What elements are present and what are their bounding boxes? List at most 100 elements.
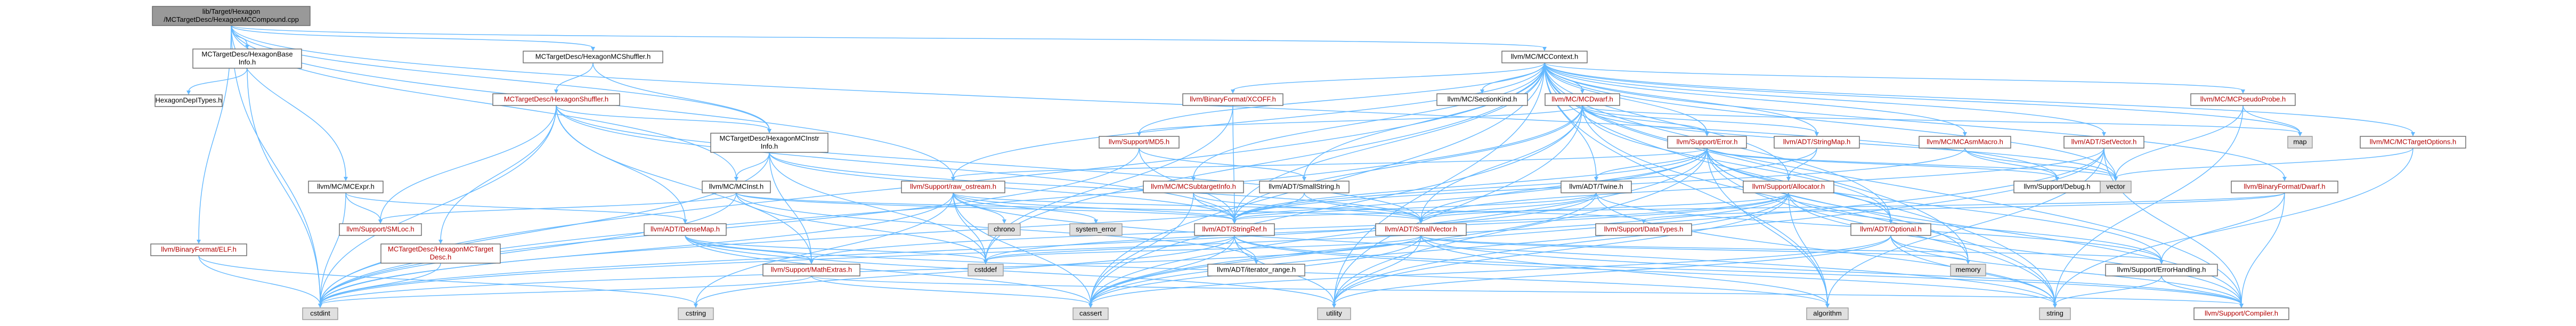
node-cstring[interactable]: cstring (678, 307, 714, 320)
node-hexBaseInfo-label-line-1: Info.h (239, 58, 256, 66)
node-cstddef[interactable]: cstddef (968, 264, 1004, 276)
node-systemError-box (1069, 223, 1123, 236)
node-mcInst-box (702, 181, 771, 193)
node-mcDwarf[interactable]: llvm/MC/MCDwarf.h (1545, 93, 1620, 106)
node-hexBaseInfo-box (192, 48, 302, 69)
node-hexMCShuffler[interactable]: MCTargetDesc/HexagonMCShuffler.h (523, 51, 663, 63)
node-smLoc[interactable]: llvm/Support/SMLoc.h (339, 223, 422, 236)
node-smallVector[interactable]: llvm/ADT/SmallVector.h (1375, 223, 1467, 236)
node-subtargetInfo[interactable]: llvm/MC/MCSubtargetInfo.h (1143, 181, 1244, 193)
edge-smallVector-to-utility (1334, 235, 1421, 305)
node-mcContext-box (1501, 51, 1588, 63)
edge-allocator-to-cstdint (320, 192, 1789, 305)
edge-dwarf-to-compiler (2241, 192, 2285, 305)
node-stringRef[interactable]: llvm/ADT/StringRef.h (1194, 223, 1275, 236)
node-mathExtras[interactable]: llvm/Support/MathExtras.h (762, 264, 860, 276)
node-vector-box (2100, 181, 2132, 193)
node-hexMCInstrInfo-box (710, 133, 828, 153)
node-md5[interactable]: llvm/Support/MD5.h (1099, 136, 1180, 149)
node-xcoff-box (1182, 93, 1283, 106)
node-map[interactable]: map (2287, 136, 2313, 149)
node-hexBaseInfo-label-line-0: MCTargetDesc/HexagonBase (201, 50, 292, 58)
node-supportError[interactable]: llvm/Support/Error.h (1667, 136, 1747, 149)
node-systemError[interactable]: system_error (1069, 223, 1123, 236)
node-setVector[interactable]: llvm/ADT/SetVector.h (2063, 136, 2144, 149)
node-hexTargetDesc-box (380, 243, 501, 264)
nodes-layer: lib/Target/Hexagon/MCTargetDesc/HexagonM… (150, 6, 2466, 320)
edge-arrowhead-mcContext-to-subtargetInfo (1191, 177, 1196, 181)
edge-arrowhead-hexShuffler-to-hexTargetDesc (438, 240, 443, 244)
edge-smallVector-to-cstddef (985, 235, 1421, 262)
edge-mcContext-to-sectionKind (1482, 62, 1545, 91)
edge-optional-to-utility (1334, 235, 1891, 305)
node-string-box (2039, 307, 2071, 320)
node-cstdint-label-line-0: cstdint (310, 309, 330, 317)
node-sectionKind[interactable]: llvm/MC/SectionKind.h (1436, 93, 1528, 106)
edge-hexShuffler-to-cstdint (320, 105, 557, 305)
node-string[interactable]: string (2039, 307, 2071, 320)
edge-arrowhead-root-to-mcExpr (344, 177, 348, 181)
edge-rawOstream-to-chrono (953, 192, 1005, 221)
node-cstdint[interactable]: cstdint (302, 307, 338, 320)
node-chrono[interactable]: chrono (988, 223, 1021, 236)
node-supportDebug[interactable]: llvm/Support/Debug.h (2013, 181, 2101, 193)
edge-supportError-to-twine (1596, 148, 1708, 178)
node-algorithm-label-line-0: algorithm (1813, 309, 1841, 317)
edge-arrowhead-dwarf-to-errorHandling (2159, 260, 2164, 264)
edge-hexBaseInfo-to-cstdint (247, 68, 321, 305)
node-twine[interactable]: llvm/ADT/Twine.h (1561, 181, 1632, 193)
edge-optional-to-compiler (1890, 235, 2242, 305)
edge-mcDwarf-to-map (1582, 105, 2301, 134)
node-mcInst[interactable]: llvm/MC/MCInst.h (702, 181, 771, 193)
edge-arrowhead-setVector-to-algorithm (1825, 304, 1830, 308)
node-mcAsmMacro[interactable]: llvm/MC/MCAsmMacro.h (1919, 136, 2011, 149)
node-mcContext[interactable]: llvm/MC/MCContext.h (1501, 51, 1588, 63)
node-denseMap[interactable]: llvm/ADT/DenseMap.h (644, 223, 727, 236)
node-utility[interactable]: utility (1317, 307, 1351, 320)
node-errorHandling[interactable]: llvm/Support/ErrorHandling.h (2105, 264, 2218, 276)
node-elf[interactable]: llvm/BinaryFormat/ELF.h (150, 243, 247, 256)
edge-setVector-to-compiler (2103, 148, 2242, 305)
edge-mcContext-to-md5 (1139, 62, 1545, 134)
edge-arrowhead-root-to-hexBaseInfo (245, 45, 249, 49)
edge-arrowhead-stringRef-to-iteratorRange (1254, 260, 1258, 264)
node-optional[interactable]: llvm/ADT/Optional.h (1850, 223, 1931, 236)
node-mcExpr[interactable]: llvm/MC/MCExpr.h (308, 181, 384, 193)
node-memory[interactable]: memory (1950, 264, 1986, 276)
node-compiler[interactable]: llvm/Support/Compiler.h (2193, 307, 2289, 320)
edge-stringMap-to-allocator (1788, 148, 1817, 178)
node-dwarf[interactable]: llvm/BinaryFormat/Dwarf.h (2231, 181, 2338, 193)
node-xcoff[interactable]: llvm/BinaryFormat/XCOFF.h (1182, 93, 1283, 106)
node-mcTargetOptions[interactable]: llvm/MC/MCTargetOptions.h (2360, 136, 2466, 149)
node-cassert[interactable]: cassert (1072, 307, 1109, 320)
edge-errorHandling-to-string (2054, 275, 2162, 305)
node-mcInst-label-line-0: llvm/MC/MCInst.h (709, 182, 764, 190)
node-rawOstream[interactable]: llvm/Support/raw_ostream.h (901, 181, 1005, 193)
edge-mcInst-to-smallVector (736, 192, 1421, 221)
node-root[interactable]: lib/Target/Hexagon/MCTargetDesc/HexagonM… (152, 6, 311, 26)
node-twine-label-line-0: llvm/ADT/Twine.h (1569, 182, 1623, 190)
node-memory-label-line-0: memory (1956, 265, 1981, 273)
node-iteratorRange[interactable]: llvm/ADT/iterator_range.h (1207, 264, 1305, 276)
node-hexDepTypes[interactable]: HexagonDepITypes.h (155, 94, 223, 107)
node-vector[interactable]: vector (2100, 181, 2132, 193)
node-algorithm[interactable]: algorithm (1806, 307, 1849, 320)
edge-hexMCInstrInfo-to-cstddef (769, 152, 986, 262)
edge-allocator-to-compiler (1788, 192, 2242, 305)
edge-mcContext-to-utility (1334, 62, 1545, 305)
node-subtargetInfo-box (1143, 181, 1244, 193)
node-supportError-label-line-0: llvm/Support/Error.h (1677, 137, 1738, 145)
node-hexTargetDesc-label-line-1: Desc.h (430, 253, 451, 261)
edge-arrowhead-rawOstream-to-chrono (1002, 219, 1006, 224)
node-stringMap[interactable]: llvm/ADT/StringMap.h (1774, 136, 1860, 149)
node-smallString[interactable]: llvm/ADT/SmallString.h (1259, 181, 1350, 193)
edge-hexMCShuffler-to-hexShuffler (556, 62, 594, 91)
node-mcPseudoProbe[interactable]: llvm/MC/MCPseudoProbe.h (2190, 93, 2296, 106)
node-dataTypes[interactable]: llvm/Support/DataTypes.h (1595, 223, 1692, 236)
node-hexShuffler[interactable]: MCTargetDesc/HexagonShuffler.h (492, 93, 620, 106)
node-allocator[interactable]: llvm/Support/Allocator.h (1743, 181, 1834, 193)
edge-denseMap-to-cstddef (685, 235, 986, 262)
